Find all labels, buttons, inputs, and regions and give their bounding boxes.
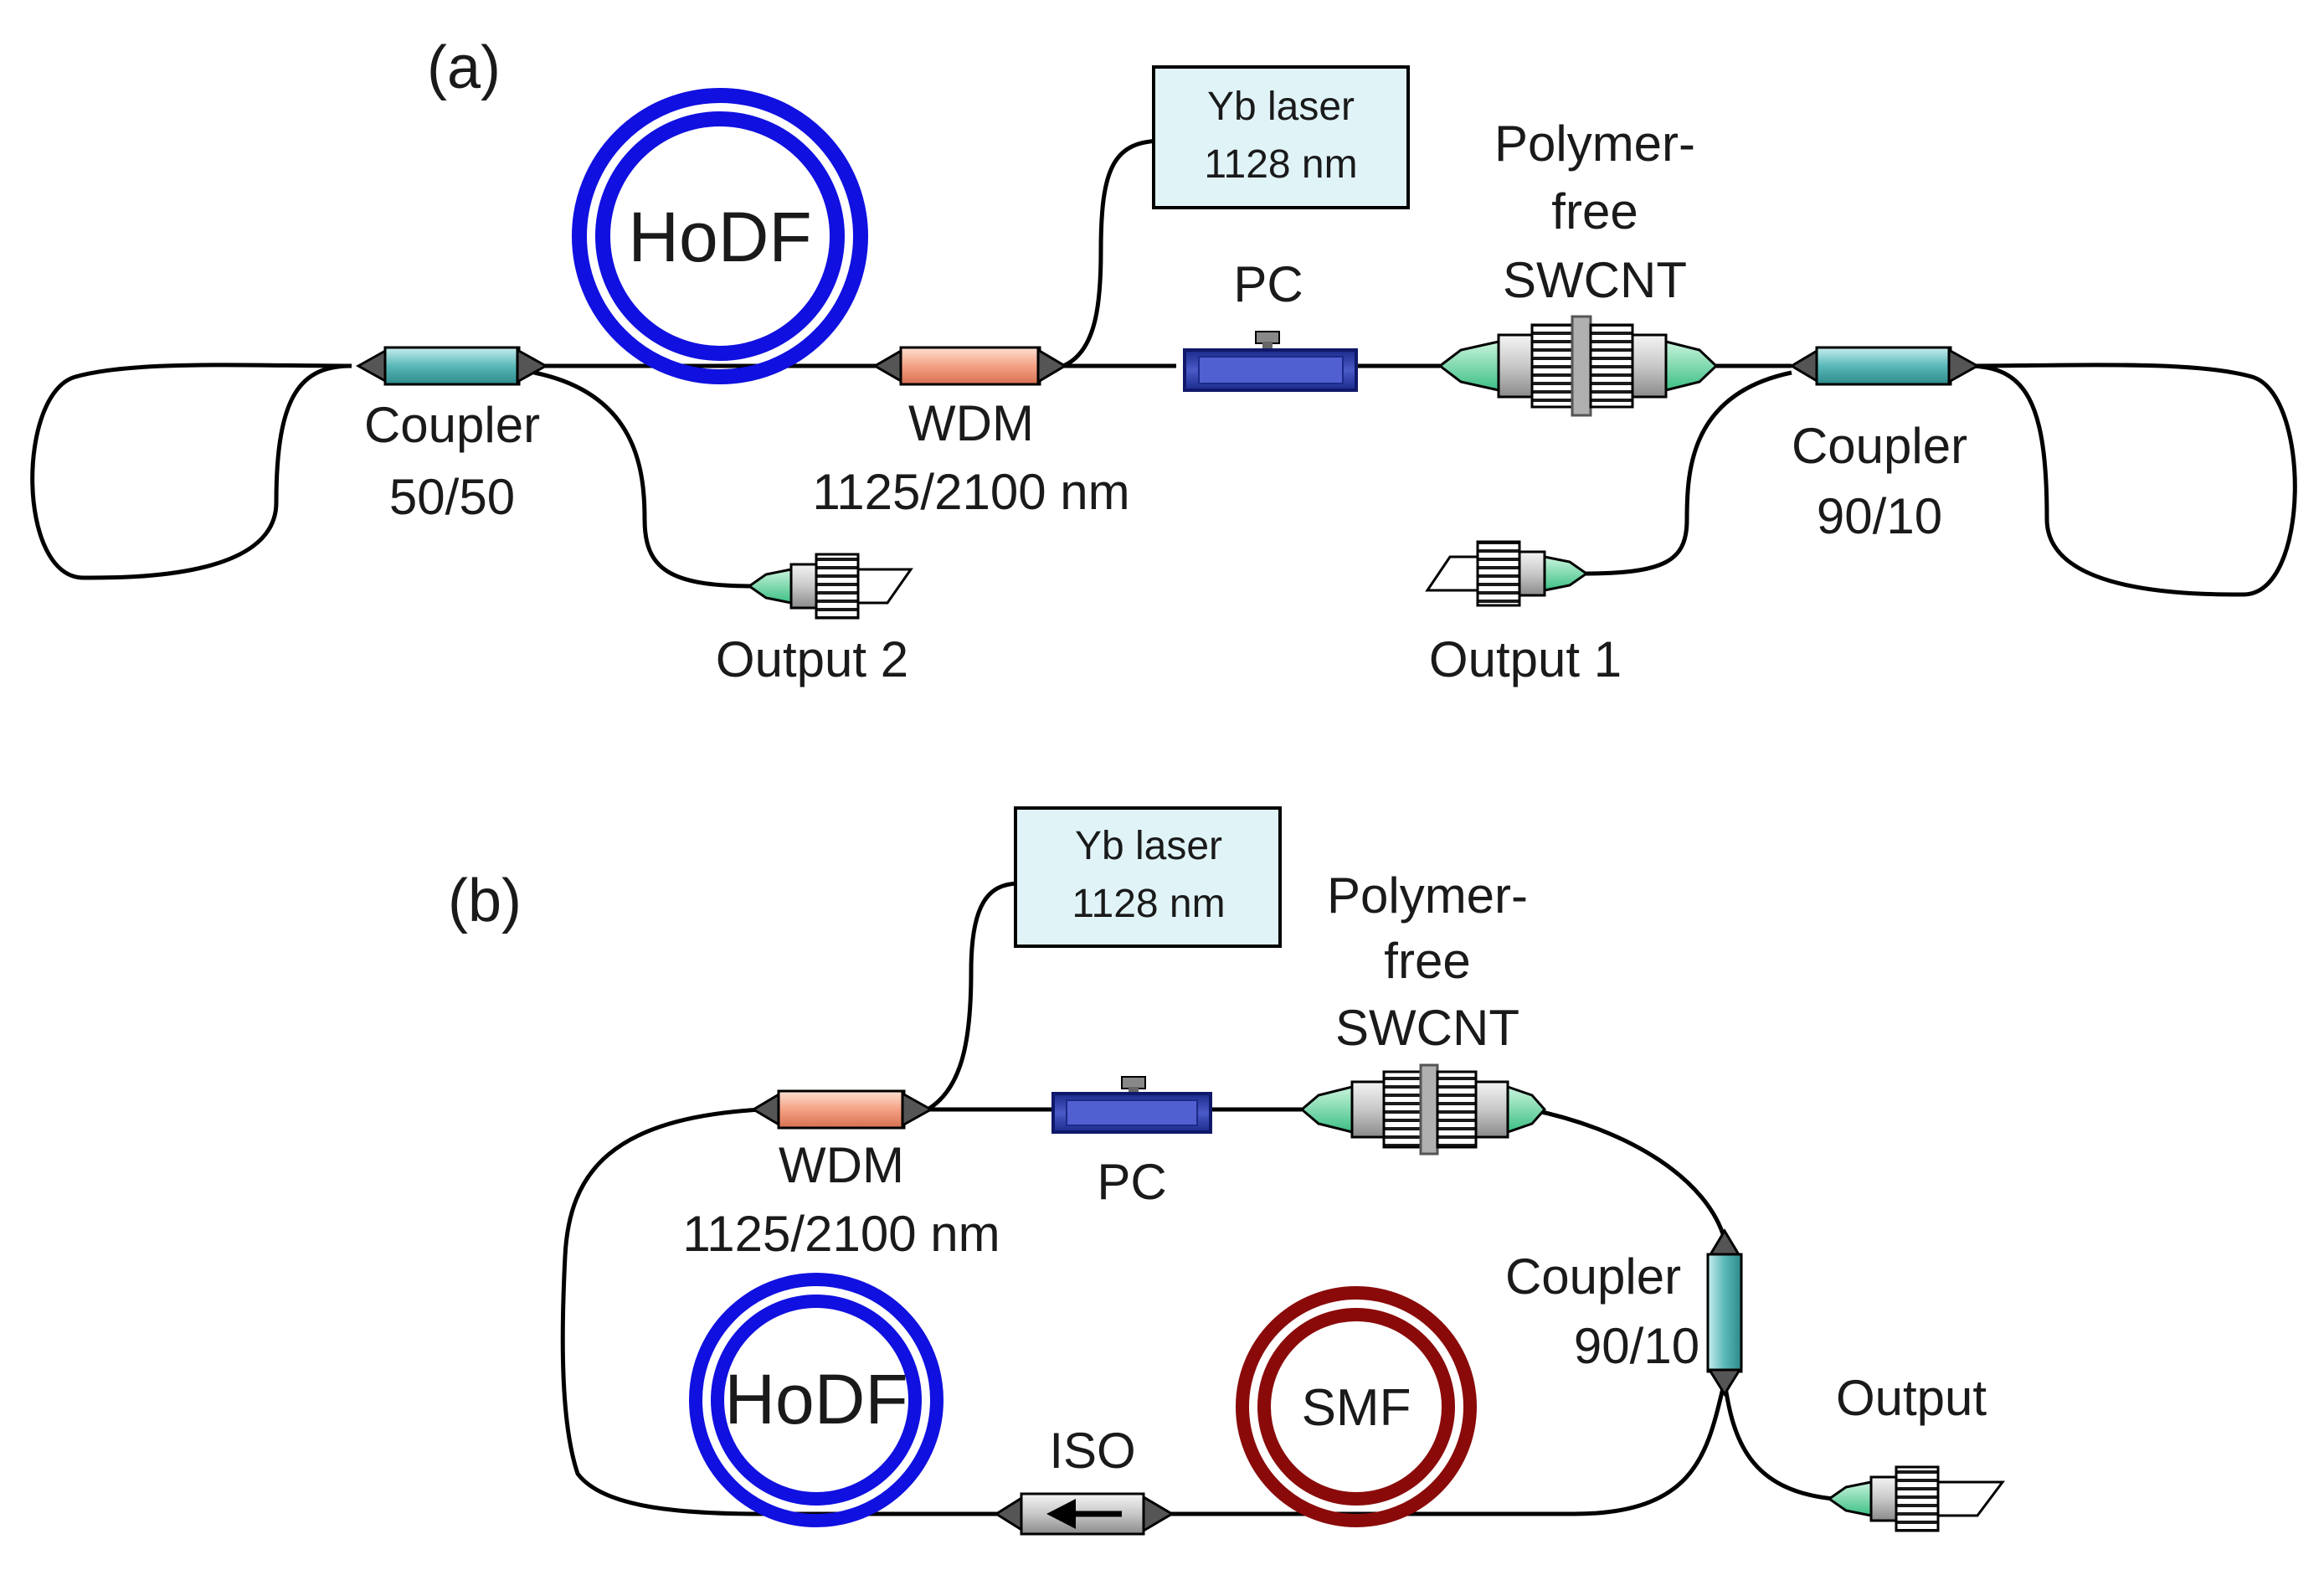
yb-laser-b-line2: 1128 nm [1072, 882, 1225, 926]
swcnt-b-line2: free [1384, 933, 1470, 989]
fiber-yb-b [926, 881, 1021, 1112]
output1-a: Output 1 [1425, 540, 1622, 687]
fiber-swcnt-coupler [1530, 1107, 1727, 1240]
fiber-yb-a [1062, 138, 1165, 368]
fiber-output2 [533, 370, 754, 589]
output-label-b: Output [1836, 1370, 1987, 1426]
coupler-b-label-1: Coupler [1505, 1248, 1681, 1305]
yb-laser-b: Yb laser 1128 nm [1014, 806, 1282, 948]
panel-a: (a) HoDF Coupler 50/50 WDM [30, 34, 2297, 687]
fiber-loop-left [30, 363, 352, 580]
swcnt-b-line3: SWCNT [1335, 1000, 1519, 1056]
fiber-coupler-smf [1168, 1381, 1727, 1516]
fiber-loop-right [1967, 363, 2297, 597]
yb-laser-a: Yb laser 1128 nm [1152, 65, 1410, 209]
wdm-label-a-1: WDM [908, 395, 1034, 451]
panel-b: (b) Yb laser 1128 nm WDM 1125/2100 nm [448, 806, 2005, 1536]
wdm-a: WDM 1125/2100 nm [812, 346, 1130, 520]
coupler-left-label-1: Coupler [364, 397, 540, 453]
wdm-label-b-1: WDM [779, 1137, 904, 1193]
smf-label-b: SMF [1302, 1379, 1411, 1437]
pc-label-a: PC [1233, 256, 1303, 312]
hodf-label-a: HoDF [628, 198, 811, 276]
coupler-b-label-2: 90/10 [1574, 1318, 1699, 1374]
coupler-right-a: Coupler 90/10 [1789, 346, 1981, 544]
swcnt-a-line1: Polymer- [1494, 116, 1695, 172]
swcnt-b: Polymer- free SWCNT [1299, 867, 1547, 1156]
panel-a-label: (a) [427, 34, 501, 101]
pc-label-b: PC [1097, 1154, 1166, 1210]
swcnt-a: Polymer- free SWCNT [1437, 116, 1719, 417]
hodf-label-b: HoDF [724, 1360, 907, 1439]
coupler-right-label-1: Coupler [1792, 418, 1967, 474]
yb-laser-b-line1: Yb laser [1075, 824, 1222, 868]
iso-label-b: ISO [1049, 1423, 1135, 1479]
pc-a: PC [1183, 256, 1358, 392]
fiber-ring-left [560, 1107, 1005, 1516]
wdm-label-a-2: 1125/2100 nm [812, 464, 1129, 520]
swcnt-a-line3: SWCNT [1503, 252, 1687, 308]
wdm-label-b-2: 1125/2100 nm [682, 1206, 1000, 1262]
output2-label: Output 2 [716, 631, 908, 687]
coupler-right-label-2: 90/10 [1817, 488, 1942, 544]
swcnt-a-line2: free [1551, 183, 1638, 239]
pc-b: PC [1051, 1076, 1212, 1210]
smf-coil-b: SMF [1236, 1286, 1477, 1527]
hodf-coil-b: HoDF [689, 1273, 943, 1527]
coupler-left-a: Coupler 50/50 [355, 346, 549, 525]
output-b: Output [1827, 1370, 2005, 1532]
coupler-left-label-2: 50/50 [389, 469, 515, 525]
fiber-output1 [1581, 370, 1792, 576]
output2-a: Output 2 [716, 553, 913, 687]
wdm-b: WDM 1125/2100 nm [682, 1089, 1000, 1262]
panel-b-label: (b) [448, 867, 522, 934]
output1-label: Output 1 [1429, 631, 1622, 687]
coupler-b: Coupler 90/10 [1505, 1228, 1743, 1397]
fiber-output-b [1722, 1381, 1834, 1501]
yb-laser-a-line1: Yb laser [1207, 85, 1355, 129]
yb-laser-a-line2: 1128 nm [1204, 142, 1357, 187]
isolator-b: ISO [994, 1423, 1175, 1536]
hodf-coil-a: HoDF [572, 88, 868, 384]
swcnt-b-line1: Polymer- [1327, 867, 1528, 924]
